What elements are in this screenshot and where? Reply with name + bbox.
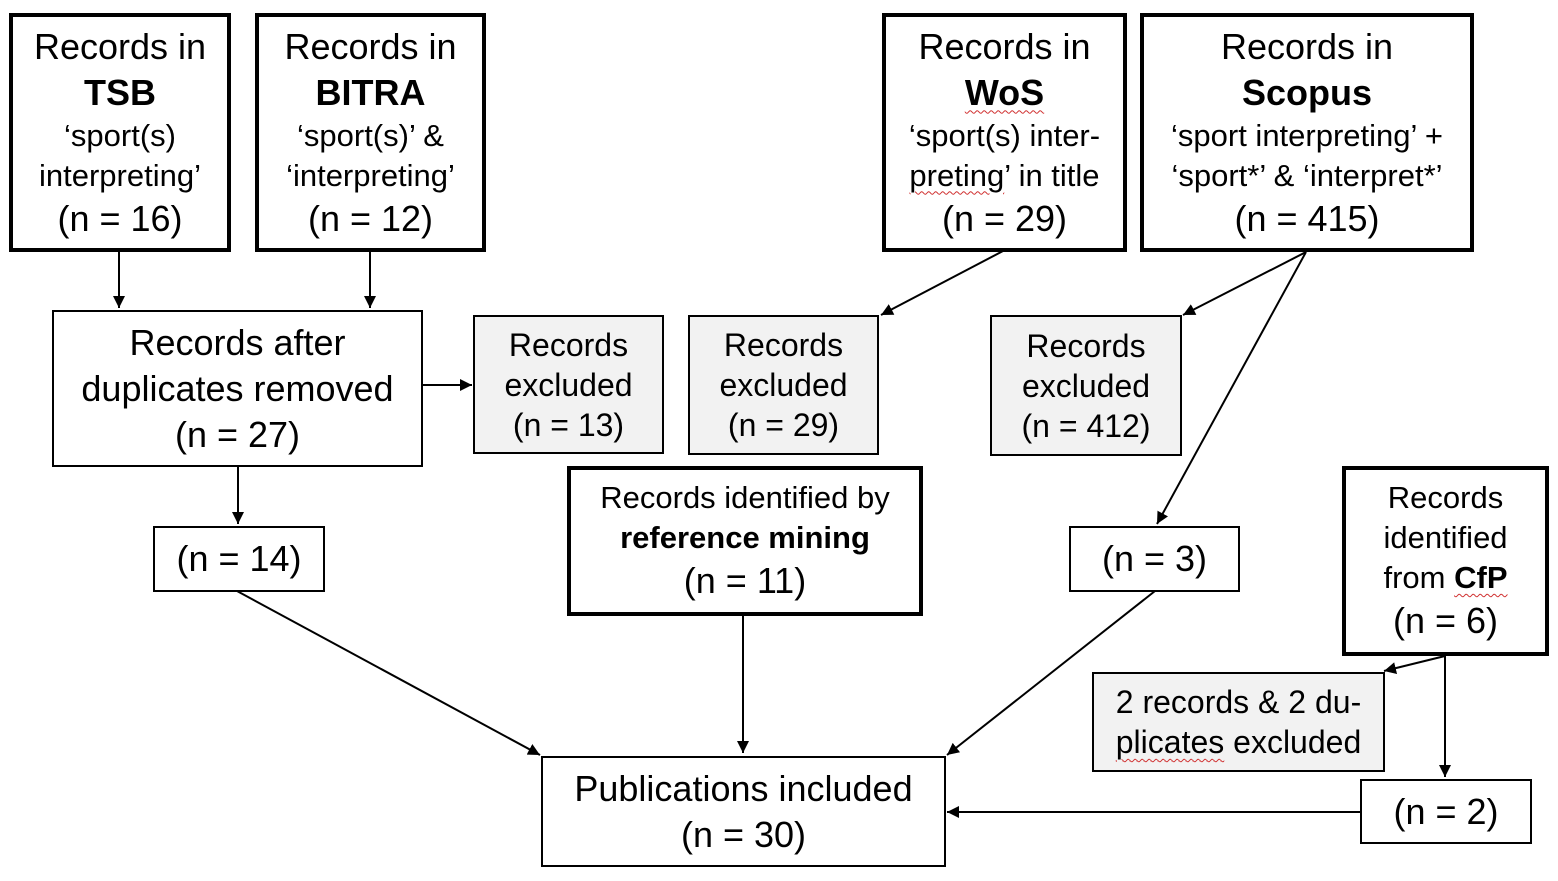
dedup-line-1: Records after: [129, 321, 346, 363]
excl29-line-2: excluded: [719, 367, 848, 403]
wos-search-term-2a: preting: [909, 157, 1005, 193]
n14-count: (n = 14): [176, 538, 302, 579]
tsb-search-term-2: interpreting’: [39, 157, 201, 193]
tsb-line-1: Records in: [33, 25, 207, 67]
wos-count: (n = 29): [941, 197, 1068, 239]
arrow-wos-to-excluded: [880, 250, 1004, 316]
excl13-line-1: Records: [508, 326, 629, 363]
wos-database-name: WoS: [964, 71, 1045, 113]
excl412-count: (n = 412): [1021, 407, 1151, 444]
excl13-line-2: excluded: [504, 366, 633, 403]
cfpexcl-line-2: plicates excluded: [1116, 722, 1361, 762]
box-wos: Records in WoS ‘sport(s) inter- preting’…: [882, 13, 1127, 252]
n3-count: (n = 3): [1101, 538, 1208, 579]
arrow-n3-to-included: [946, 590, 1156, 756]
refmining-count: (n = 11): [683, 560, 807, 601]
arrow-scopus-to-n3: [1156, 251, 1307, 525]
box-publications-included: Publications included (n = 30): [541, 756, 946, 867]
box-cfp: Records identified from CfP (n = 6): [1342, 466, 1549, 656]
cfpexcl-line-2b: excluded: [1224, 724, 1362, 760]
box-scopus: Records in Scopus ‘sport interpreting’ +…: [1140, 13, 1474, 252]
included-line-1: Publications included: [574, 767, 913, 809]
box-n14: (n = 14): [153, 526, 325, 592]
cfp-line-3a: from: [1383, 560, 1455, 595]
scopus-search-term-2: ‘sport*’ & ‘interpret*’: [1171, 157, 1443, 193]
tsb-count: (n = 16): [57, 197, 183, 239]
box-excluded-412: Records excluded (n = 412): [990, 315, 1182, 456]
box-after-duplicates: Records after duplicates removed (n = 27…: [52, 310, 423, 467]
scopus-line-1: Records in: [1220, 25, 1394, 67]
box-excluded-29: Records excluded (n = 29): [688, 315, 879, 455]
bitra-line-1: Records in: [284, 25, 457, 67]
cfp-count: (n = 6): [1392, 600, 1499, 641]
bitra-database-name: BITRA: [315, 71, 426, 113]
excl29-line-1: Records: [723, 327, 844, 363]
box-n3: (n = 3): [1069, 526, 1240, 592]
cfp-line-1: Records: [1387, 480, 1504, 515]
excl412-line-2: excluded: [1021, 367, 1151, 404]
tsb-search-term-1: ‘sport(s): [64, 117, 176, 153]
arrow-n14-to-included: [236, 590, 541, 756]
included-count: (n = 30): [680, 813, 807, 855]
dedup-count: (n = 27): [174, 413, 301, 455]
cfpexcl-line-1: 2 records & 2 du-: [1115, 684, 1362, 720]
scopus-search-term-1: ‘sport interpreting’ +: [1171, 117, 1443, 153]
wos-search-term-2b: ’ in title: [1004, 157, 1100, 193]
arrow-cfp-to-excluded: [1383, 655, 1446, 674]
arrow-scopus-to-excluded: [1182, 251, 1307, 316]
box-n2: (n = 2): [1360, 779, 1532, 844]
wos-search-term-2: preting’ in title: [909, 156, 1099, 196]
wos-line-1: Records in: [918, 25, 1091, 67]
wos-search-term-1: ‘sport(s) inter-: [908, 117, 1101, 153]
refmining-line-2: reference mining: [620, 520, 870, 555]
scopus-database-name: Scopus: [1241, 71, 1373, 113]
box-excluded-13: Records excluded (n = 13): [473, 315, 664, 454]
cfp-line-2: identified: [1383, 520, 1508, 555]
box-tsb: Records in TSB ‘sport(s) interpreting’ (…: [9, 13, 231, 252]
cfp-line-3: from CfP: [1383, 558, 1507, 598]
bitra-search-term-2: ‘interpreting’: [286, 157, 455, 193]
scopus-count: (n = 415): [1234, 197, 1380, 239]
n2-count: (n = 2): [1393, 790, 1499, 832]
bitra-search-term-1: ‘sport(s)’ &: [297, 117, 444, 153]
bitra-count: (n = 12): [307, 197, 434, 239]
excl29-count: (n = 29): [727, 407, 840, 443]
excl13-count: (n = 13): [512, 406, 625, 443]
cfpexcl-line-2a: plicates: [1115, 724, 1225, 760]
excl412-line-1: Records: [1026, 327, 1146, 364]
refmining-line-1: Records identified by: [600, 480, 890, 515]
tsb-database-name: TSB: [84, 71, 156, 113]
box-reference-mining: Records identified by reference mining (…: [567, 466, 923, 616]
dedup-line-2: duplicates removed: [81, 367, 394, 409]
box-bitra: Records in BITRA ‘sport(s)’ & ‘interpret…: [255, 13, 486, 252]
box-cfp-excluded: 2 records & 2 du- plicates excluded: [1092, 672, 1385, 772]
cfp-source-name: CfP: [1454, 560, 1508, 595]
